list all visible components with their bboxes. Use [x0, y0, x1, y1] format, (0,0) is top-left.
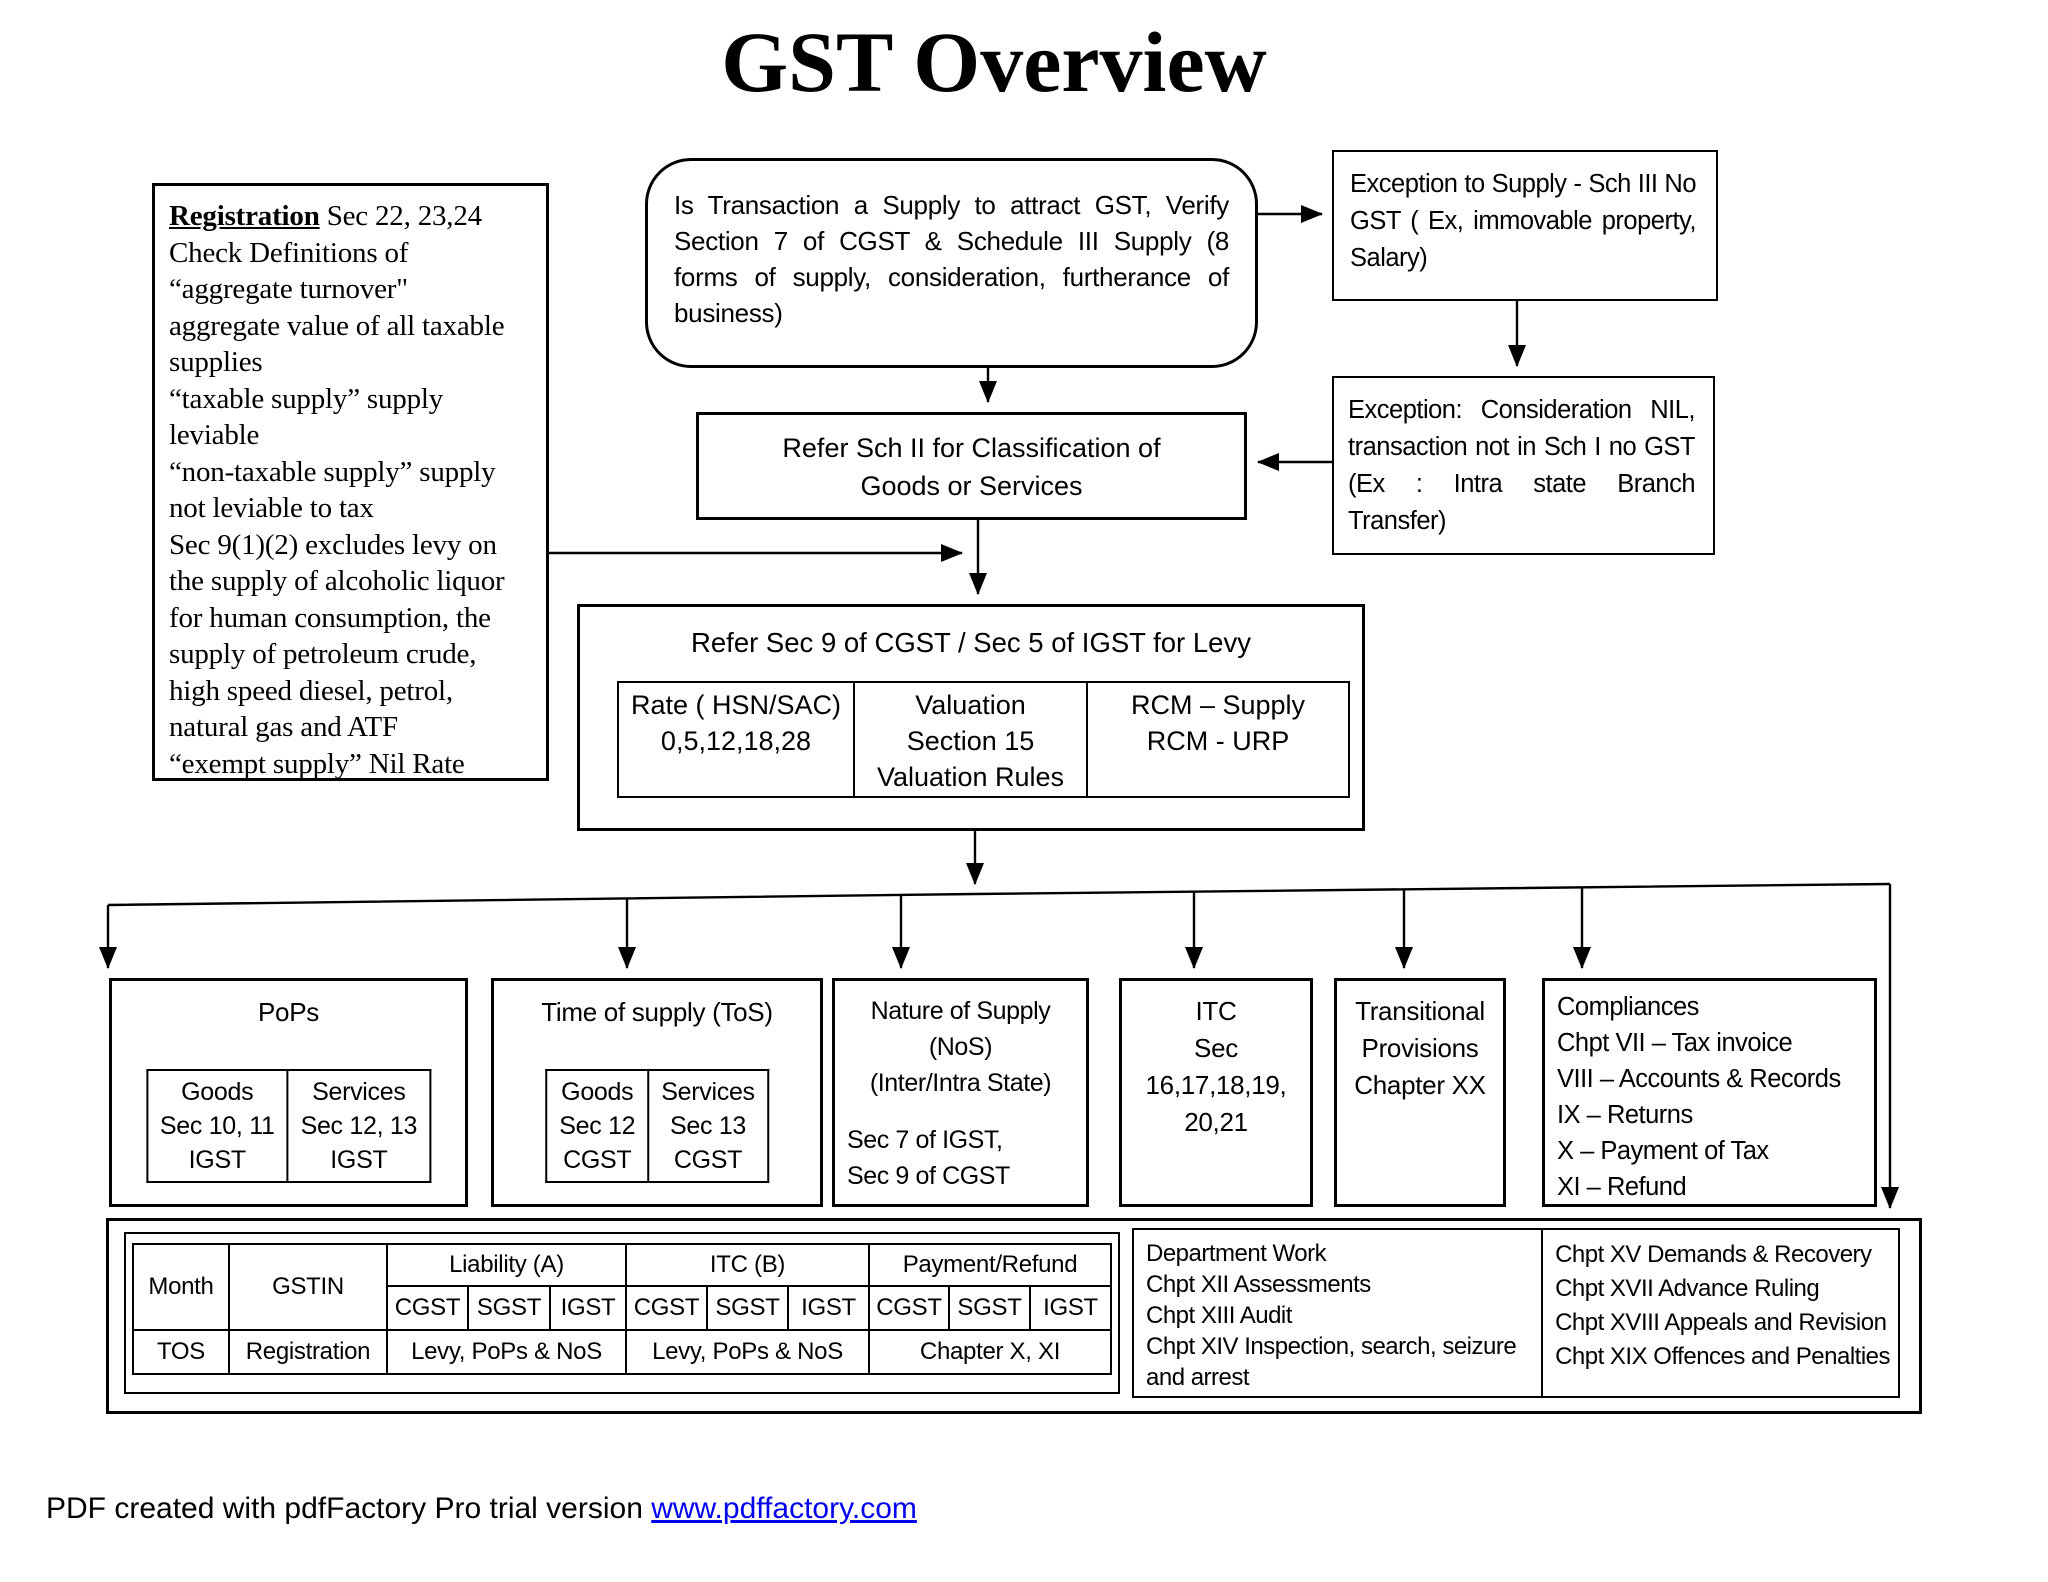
transitional-box: Transitional Provisions Chapter XX: [1334, 978, 1506, 1207]
pops-box: PoPs Goods Sec 10, 11 IGST Services Sec …: [109, 978, 468, 1207]
registration-heading: Registration: [169, 200, 320, 232]
nos-title: Nature of Supply (NoS) (Inter/Intra Stat…: [869, 997, 1052, 1097]
summary-cell-registration: Registration: [228, 1329, 388, 1375]
tax-header: SGST: [467, 1285, 551, 1331]
department-work-column: Department Work Chpt XII Assessments Chp…: [1146, 1240, 1517, 1391]
tax-header: CGST: [386, 1285, 469, 1331]
tos-table: Goods Sec 12 CGST Services Sec 13 CGST: [545, 1069, 769, 1183]
levy-title: Refer Sec 9 of CGST / Sec 5 of IGST for …: [691, 627, 1251, 658]
registration-line: not leviable to tax: [169, 492, 374, 524]
compliances-lines: Compliances Chpt VII – Tax invoice VIII …: [1557, 993, 1841, 1201]
summary-header-liability: Liability (A): [386, 1243, 627, 1287]
pops-goods-cell: Goods Sec 10, 11 IGST: [145, 1069, 289, 1183]
registration-line: the supply of alcoholic liquor: [169, 565, 505, 597]
summary-header-gstin: GSTIN: [228, 1243, 388, 1331]
registration-line: supplies: [169, 346, 263, 378]
pops-title: PoPs: [258, 997, 319, 1027]
exception-sch3-box: Exception to Supply - Sch III No GST ( E…: [1332, 150, 1718, 301]
tos-title: Time of supply (ToS): [541, 997, 773, 1027]
summary-cell-liability: Levy, PoPs & NoS: [386, 1329, 627, 1375]
registration-line: natural gas and ATF: [169, 711, 398, 743]
time-of-supply-box: Time of supply (ToS) Goods Sec 12 CGST S…: [491, 978, 823, 1207]
summary-header-month: Month: [132, 1243, 230, 1331]
pdffactory-link[interactable]: www.pdffactory.com: [651, 1492, 917, 1525]
itc-box: ITC Sec 16,17,18,19, 20,21: [1119, 978, 1313, 1207]
registration-line: for human consumption, the: [169, 601, 491, 634]
tax-header: IGST: [549, 1285, 627, 1331]
registration-heading-line: Registration Sec 22, 23,24: [169, 198, 532, 235]
registration-line: “exempt supply” Nil Rate: [169, 747, 465, 780]
registration-line: Check Definitions of: [169, 236, 409, 269]
registration-line: Sec 9(1)(2) excludes levy on: [169, 528, 497, 561]
levy-table: Rate ( HSN/SAC) 0,5,12,18,28 Valuation S…: [617, 681, 1350, 798]
page-title: GST Overview: [721, 14, 1267, 110]
registration-line: “aggregate turnover": [169, 273, 408, 305]
tax-header: CGST: [868, 1285, 950, 1331]
tax-header: SGST: [948, 1285, 1031, 1331]
department-chapters-box: Department Work Chpt XII Assessments Chp…: [1132, 1228, 1900, 1398]
tax-header: SGST: [706, 1285, 789, 1331]
tax-header: IGST: [1029, 1285, 1112, 1331]
registration-heading-sections: Sec 22, 23,24: [319, 200, 482, 232]
nature-of-supply-box: Nature of Supply (NoS) (Inter/Intra Stat…: [832, 978, 1089, 1207]
summary-header-itc: ITC (B): [625, 1243, 870, 1287]
tos-services-cell: Services Sec 13 CGST: [647, 1069, 769, 1183]
chapters-column: Chpt XV Demands & Recovery Chpt XVII Adv…: [1541, 1230, 1898, 1396]
registration-line: “non-taxable supply” supply: [169, 455, 496, 488]
supply-check-box: Is Transaction a Supply to attract GST, …: [645, 158, 1258, 368]
classification-line: Refer Sch II for Classification of: [782, 433, 1161, 463]
summary-header-payment: Payment/Refund: [868, 1243, 1112, 1287]
itc-lines: ITC Sec 16,17,18,19, 20,21: [1145, 996, 1287, 1137]
tax-header: IGST: [787, 1285, 870, 1331]
summary-cell-tos: TOS: [132, 1329, 230, 1375]
tos-goods-cell: Goods Sec 12 CGST: [545, 1069, 650, 1183]
nos-references: Sec 7 of IGST, Sec 9 of CGST: [847, 1126, 1010, 1190]
registration-line: leviable: [169, 419, 260, 451]
summary-cell-itc: Levy, PoPs & NoS: [625, 1329, 870, 1375]
pdf-watermark-text: PDF created with pdfFactory Pro trial ve…: [46, 1492, 652, 1525]
levy-valuation-cell: Valuation Section 15 Valuation Rules: [853, 681, 1088, 798]
levy-box: Refer Sec 9 of CGST / Sec 5 of IGST for …: [577, 604, 1365, 831]
registration-line: supply of petroleum crude,: [169, 638, 477, 670]
transitional-lines: Transitional Provisions Chapter XX: [1354, 996, 1486, 1100]
registration-line: aggregate value of all taxable: [169, 309, 505, 342]
levy-rate-cell: Rate ( HSN/SAC) 0,5,12,18,28: [617, 681, 855, 798]
summary-cell-payment: Chapter X, XI: [868, 1329, 1112, 1375]
registration-line: high speed diesel, petrol,: [169, 674, 453, 707]
levy-rcm-cell: RCM – Supply RCM - URP: [1086, 681, 1350, 798]
pops-table: Goods Sec 10, 11 IGST Services Sec 12, 1…: [145, 1069, 432, 1183]
exception-consideration-box: Exception: Consideration NIL, transactio…: [1332, 376, 1715, 555]
registration-box: Registration Sec 22, 23,24 Check Definit…: [152, 183, 549, 781]
tax-header: CGST: [625, 1285, 708, 1331]
summary-table: Month GSTIN Liability (A) ITC (B) Paymen…: [132, 1243, 1112, 1375]
pdf-watermark: PDF created with pdfFactory Pro trial ve…: [46, 1492, 917, 1526]
classification-box: Refer Sch II for Classification of Goods…: [696, 412, 1247, 520]
pops-services-cell: Services Sec 12, 13 IGST: [286, 1069, 432, 1183]
compliances-box: Compliances Chpt VII – Tax invoice VIII …: [1542, 978, 1877, 1207]
registration-line: “taxable supply” supply: [169, 382, 444, 415]
classification-line: Goods or Services: [860, 471, 1083, 501]
